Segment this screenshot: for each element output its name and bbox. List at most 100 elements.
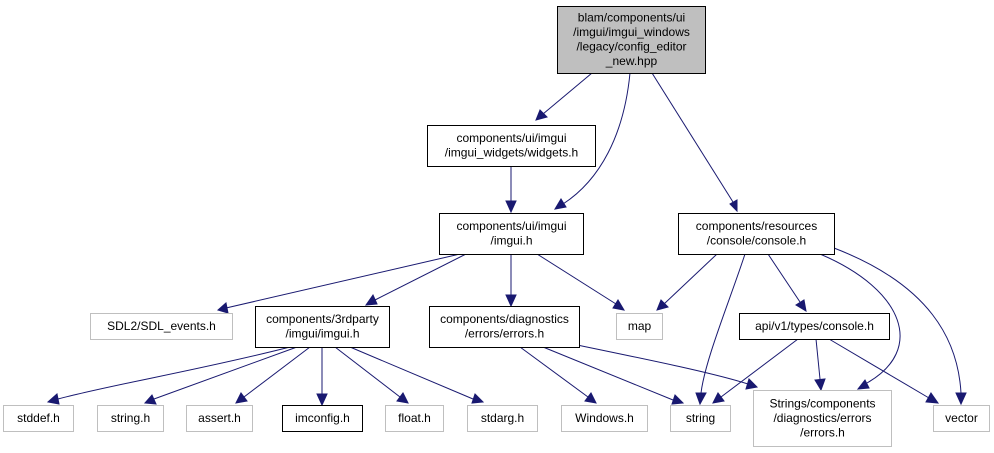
edge-line bbox=[663, 253, 718, 305]
edge-line bbox=[243, 346, 311, 398]
edge-console_h-to-strings_errors bbox=[819, 253, 901, 390]
node-root: blam/components/ui/imgui/imgui_windows/l… bbox=[557, 6, 706, 74]
edge-line bbox=[651, 72, 734, 203]
node-label-line: components/ui/imgui bbox=[456, 219, 566, 233]
node-box bbox=[255, 306, 390, 348]
arrowhead-icon bbox=[143, 394, 157, 405]
node-diag-errors[interactable]: components/diagnostics/errors/errors.h bbox=[429, 306, 580, 348]
arrowhead-icon bbox=[795, 299, 807, 312]
edge-line bbox=[57, 346, 291, 400]
edge-imgui_h-to-diag_errors bbox=[505, 254, 517, 308]
node-label-line: /imgui/imgui_windows bbox=[573, 25, 690, 39]
edge-diag_errors-to-string bbox=[542, 346, 685, 405]
node-label-line: /errors.h bbox=[800, 425, 845, 439]
edge-line bbox=[700, 253, 746, 394]
edge-line bbox=[819, 253, 901, 384]
node-windows-h: Windows.h bbox=[561, 405, 648, 432]
node-thirdparty-imgui[interactable]: components/3rdparty/imgui/imgui.h bbox=[255, 306, 390, 348]
node-box bbox=[670, 405, 731, 432]
arrowhead-icon bbox=[955, 392, 967, 406]
edge-root-to-widgets bbox=[535, 72, 593, 121]
node-label-line: Strings/components bbox=[769, 396, 875, 410]
node-label-line: _new.hpp bbox=[605, 54, 658, 68]
node-label-line: stdarg.h bbox=[481, 411, 524, 425]
arrowhead-icon bbox=[364, 293, 378, 306]
edge-root-to-imgui_h bbox=[554, 72, 631, 210]
node-label-line: imconfig.h bbox=[295, 411, 350, 425]
edge-console_h-to-string bbox=[695, 253, 746, 406]
node-imconfig[interactable]: imconfig.h bbox=[282, 405, 363, 432]
arrowhead-icon bbox=[729, 199, 738, 213]
arrowhead-icon bbox=[671, 394, 685, 405]
node-box bbox=[282, 405, 363, 432]
node-box bbox=[90, 313, 233, 340]
node-box bbox=[753, 390, 892, 447]
node-box bbox=[3, 405, 74, 432]
node-box bbox=[557, 6, 706, 74]
arrowhead-icon bbox=[396, 392, 409, 404]
edge-api_console-to-vector bbox=[828, 338, 940, 404]
node-label-line: blam/components/ui bbox=[578, 11, 685, 25]
node-box bbox=[678, 213, 835, 255]
arrowhead-icon bbox=[316, 393, 328, 407]
node-strings-errors: Strings/components/diagnostics/errors/er… bbox=[753, 390, 892, 447]
node-label-line: /imgui.h bbox=[490, 234, 532, 248]
edge-root-to-console_h bbox=[651, 72, 738, 213]
arrowhead-icon bbox=[712, 392, 725, 404]
edge-console_h-to-vector bbox=[833, 247, 967, 406]
edge-line bbox=[833, 247, 962, 394]
edge-line bbox=[557, 340, 749, 385]
node-stdarg-h: stdarg.h bbox=[467, 405, 538, 432]
node-assert-h: assert.h bbox=[186, 405, 253, 432]
node-label-line: /errors/errors.h bbox=[465, 327, 544, 341]
edge-thirdparty_imgui-to-float_h bbox=[334, 346, 409, 404]
node-map: map bbox=[616, 313, 663, 340]
arrowhead-icon bbox=[46, 393, 60, 405]
node-label-line: components/resources bbox=[696, 219, 817, 233]
edge-line bbox=[334, 346, 401, 398]
edge-line bbox=[536, 253, 617, 305]
node-box bbox=[616, 313, 663, 340]
node-box bbox=[933, 405, 990, 432]
arrowhead-icon bbox=[535, 109, 548, 121]
edge-line bbox=[720, 338, 799, 398]
edge-line bbox=[815, 338, 821, 380]
node-label-line: SDL2/SDL_events.h bbox=[107, 319, 216, 333]
arrowhead-icon bbox=[814, 378, 826, 392]
edge-api_console-to-string bbox=[712, 338, 799, 404]
node-box bbox=[427, 125, 596, 167]
node-label-line: /console/console.h bbox=[707, 234, 806, 248]
node-string: string bbox=[670, 405, 731, 432]
node-box bbox=[739, 313, 890, 340]
node-box bbox=[385, 405, 444, 432]
node-api-console[interactable]: api/v1/types/console.h bbox=[739, 313, 890, 340]
arrowhead-icon bbox=[505, 294, 517, 308]
node-box bbox=[561, 405, 648, 432]
node-label-line: Windows.h bbox=[575, 411, 634, 425]
node-console-h[interactable]: components/resources/console/console.h bbox=[678, 213, 835, 255]
node-label-line: /legacy/config_editor bbox=[576, 40, 686, 54]
edge-line bbox=[542, 72, 593, 115]
node-label-line: assert.h bbox=[198, 411, 241, 425]
arrowhead-icon bbox=[471, 393, 485, 404]
node-imgui-h[interactable]: components/ui/imgui/imgui.h bbox=[439, 213, 584, 255]
node-label-line: float.h bbox=[398, 411, 431, 425]
edge-thirdparty_imgui-to-stddef bbox=[46, 346, 291, 405]
edge-console_h-to-api_console bbox=[767, 253, 807, 312]
arrowhead-icon bbox=[612, 299, 625, 311]
edge-console_h-to-map bbox=[656, 253, 718, 311]
node-widgets[interactable]: components/ui/imgui/imgui_widgets/widget… bbox=[427, 125, 596, 167]
edge-line bbox=[767, 253, 801, 303]
edge-line bbox=[225, 253, 461, 309]
edge-widgets-to-imgui_h bbox=[505, 166, 517, 214]
node-label-line: stddef.h bbox=[17, 411, 60, 425]
edge-thirdparty_imgui-to-imconfig bbox=[316, 347, 328, 407]
arrowhead-icon bbox=[505, 200, 517, 214]
arrowhead-icon bbox=[235, 392, 248, 404]
edge-line bbox=[374, 253, 467, 301]
node-label-line: vector bbox=[945, 411, 978, 425]
arrowhead-icon bbox=[695, 392, 707, 406]
edge-api_console-to-strings_errors bbox=[814, 338, 826, 392]
edge-imgui_h-to-sdl_events bbox=[216, 253, 461, 314]
node-label-line: string bbox=[686, 411, 715, 425]
